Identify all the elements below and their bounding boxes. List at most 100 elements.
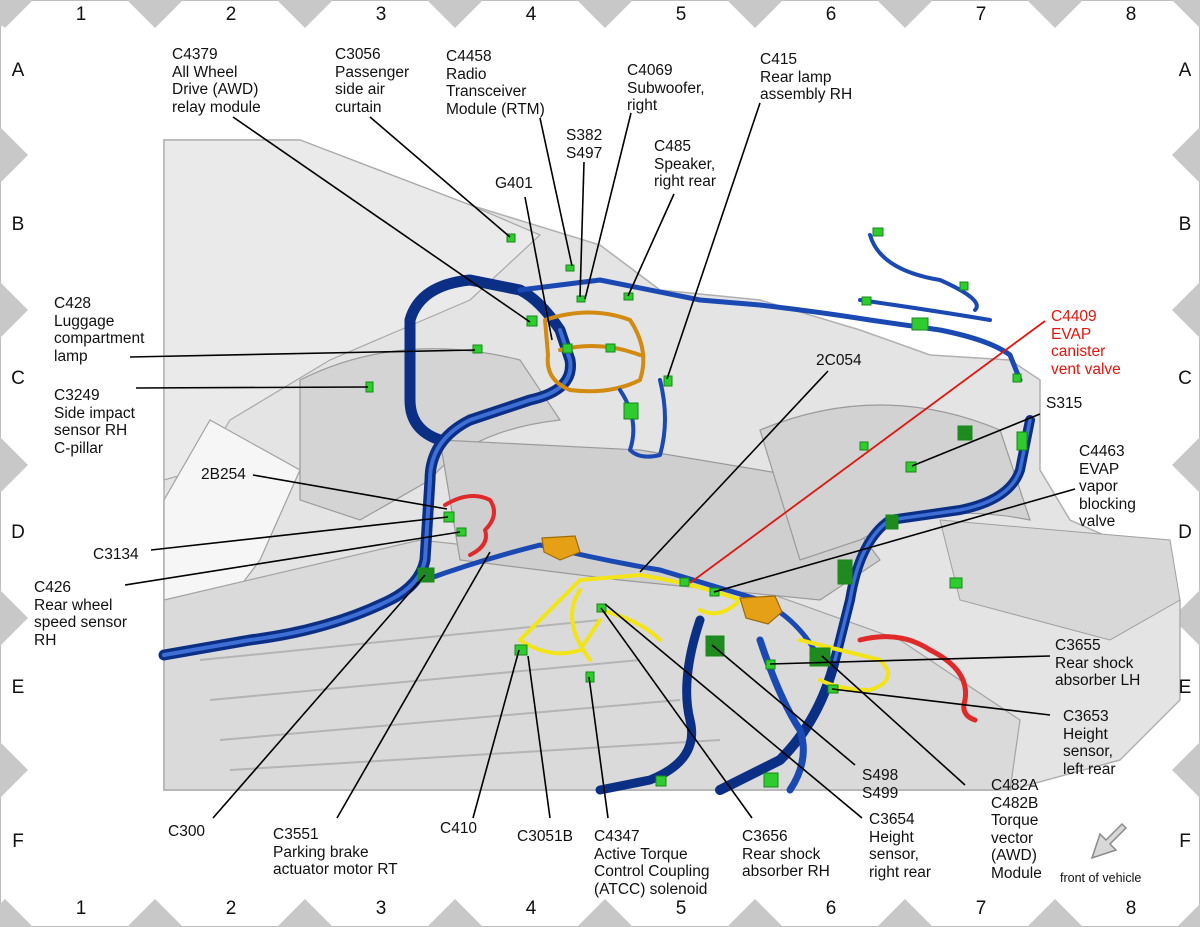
grid-column-3-top: 3 xyxy=(375,4,387,25)
callout-line: Parking brake xyxy=(273,843,369,861)
callout-line: Drive (AWD) xyxy=(172,81,259,98)
callout-line: sensor RH xyxy=(54,422,128,439)
border-diamond xyxy=(0,742,28,798)
callout-line: vector xyxy=(991,829,1034,847)
evap-harness-red xyxy=(857,634,978,723)
callout-line: EVAP xyxy=(1079,460,1120,478)
border-diamond xyxy=(277,0,333,28)
right-lower-harness xyxy=(756,636,807,794)
callout-line: Control Coupling xyxy=(594,863,710,880)
connector xyxy=(949,577,963,589)
callout-line: vent valve xyxy=(1051,360,1121,378)
callout-line: C4458 xyxy=(446,48,492,65)
callout-line: C3134 xyxy=(93,546,139,563)
connectors xyxy=(365,227,1028,788)
front-of-vehicle-label: front of vehicle xyxy=(1060,871,1142,885)
connector xyxy=(655,775,667,787)
callout-g401: G401 xyxy=(495,175,533,193)
callout-line: S315 xyxy=(1046,395,1083,412)
callout-line: C3249 xyxy=(54,387,100,404)
torque-vector-module xyxy=(739,595,783,625)
connector xyxy=(861,296,872,306)
callout-line: compartment xyxy=(54,330,145,347)
callout-line: S499 xyxy=(862,784,899,802)
connector xyxy=(506,233,516,243)
grid-column-8-top: 8 xyxy=(1125,4,1137,25)
callout-line: (ATCC) solenoid xyxy=(594,880,708,898)
callout-2c054: 2C054 xyxy=(816,352,862,370)
callout-line: Transceiver xyxy=(446,83,527,100)
leader-lines xyxy=(124,102,1076,819)
callout-line: G401 xyxy=(495,175,533,192)
callout-line: S498 xyxy=(862,767,899,784)
grid-column-8-bottom: 8 xyxy=(1125,898,1137,919)
callout-line: C4379 xyxy=(172,46,218,63)
callout-line: C3653 xyxy=(1063,708,1109,725)
callout-line: C3654 xyxy=(869,811,915,828)
connector xyxy=(679,577,690,587)
callout-line: left rear xyxy=(1063,760,1116,778)
modules xyxy=(541,535,783,625)
border-diamond xyxy=(0,590,28,646)
callout-line: C485 xyxy=(654,138,692,155)
callout-line: side air xyxy=(335,81,385,98)
border-diamond xyxy=(1172,282,1200,338)
grid-column-6-top: 6 xyxy=(825,4,837,25)
connector xyxy=(809,647,831,667)
grid-row-D-right: D xyxy=(1178,522,1192,543)
connector xyxy=(872,227,884,237)
callout-line: relay module xyxy=(172,98,261,116)
border-diamond xyxy=(1172,437,1200,493)
border-diamond xyxy=(0,282,28,338)
grid-column-4-bottom: 4 xyxy=(525,898,537,919)
grid-row-D-left: D xyxy=(11,522,25,543)
grid-column-1-bottom: 1 xyxy=(75,898,87,919)
callout-line: Active Torque xyxy=(594,845,688,863)
callout-c3134: C3134 xyxy=(93,546,139,564)
connector xyxy=(576,295,586,303)
border-diamond xyxy=(727,0,783,28)
grid-column-3-bottom: 3 xyxy=(375,898,387,919)
connector xyxy=(859,441,869,451)
callout-line: C4347 xyxy=(594,828,640,845)
callout-line: C482B xyxy=(991,794,1039,812)
callout-line: C3655 xyxy=(1055,637,1101,654)
vehicle-body-panels xyxy=(163,139,1181,791)
border-diamond xyxy=(1027,899,1083,927)
callout-line: lamp xyxy=(54,347,88,365)
callout-line: curtain xyxy=(335,98,382,116)
grid-row-B-left: B xyxy=(11,214,25,235)
callout-line: S497 xyxy=(566,144,603,162)
callout-line: absorber LH xyxy=(1055,672,1141,689)
right-harness-yellow xyxy=(798,638,890,692)
border-diamond xyxy=(1172,590,1200,646)
grid-row-F-right: F xyxy=(1179,831,1191,852)
border-diamond xyxy=(1177,904,1200,927)
connector xyxy=(1012,373,1022,383)
callout-line: RH xyxy=(34,631,57,649)
callout-line: Height xyxy=(1063,725,1108,743)
connector xyxy=(885,514,899,530)
callout-line: C4409 xyxy=(1051,308,1097,325)
callout-line: absorber RH xyxy=(742,863,830,880)
connector xyxy=(763,772,779,788)
connector xyxy=(1016,431,1028,451)
callout-line: canister xyxy=(1051,343,1106,360)
grid-column-7-bottom: 7 xyxy=(975,898,987,919)
border-diamond xyxy=(577,899,633,927)
grid-row-C-left: C xyxy=(11,368,25,389)
callout-line: sensor, xyxy=(869,846,919,863)
callout-line: right rear xyxy=(869,863,932,881)
atcc-module xyxy=(541,535,581,561)
wiring-harnesses xyxy=(158,233,1035,795)
cross-harness-blue xyxy=(422,542,823,663)
